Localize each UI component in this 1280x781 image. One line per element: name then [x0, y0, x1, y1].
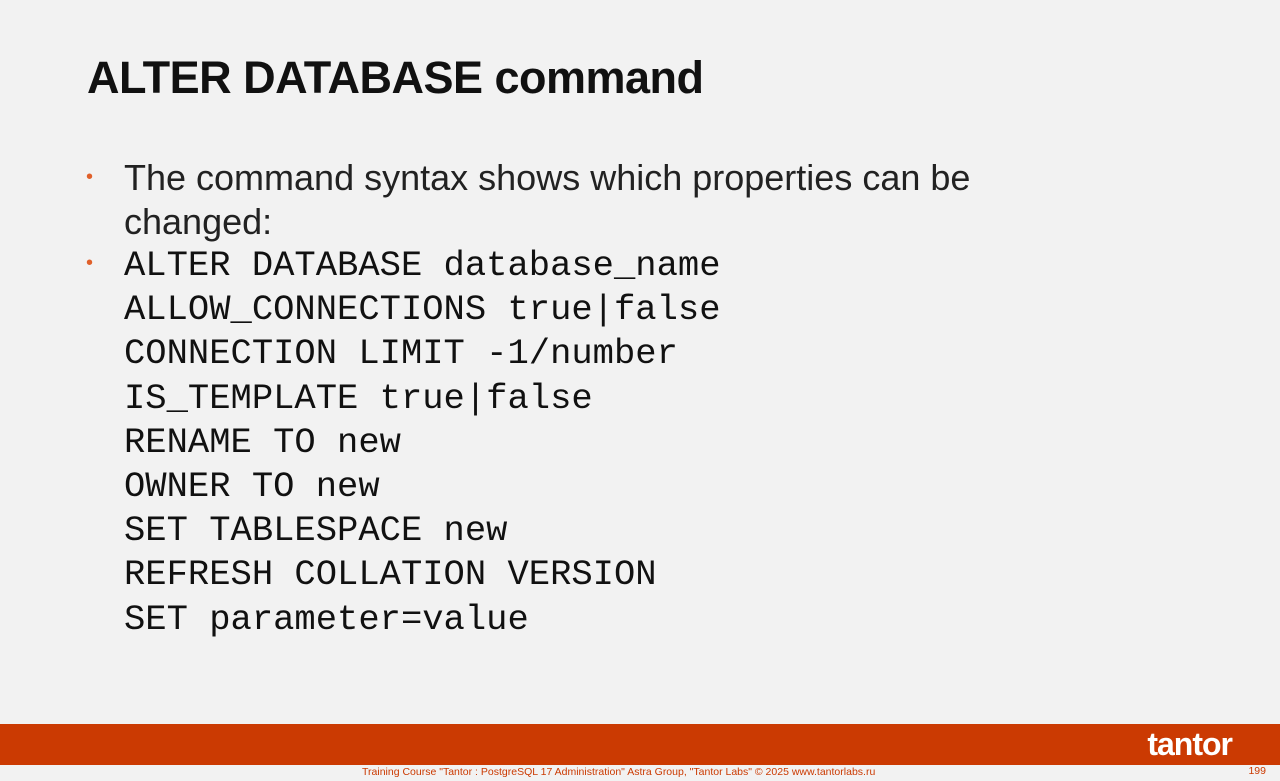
bullet-text: The command syntax shows which propertie…	[124, 157, 971, 242]
page-number: 199	[1248, 765, 1266, 777]
footer-bar: tantor	[0, 724, 1280, 765]
footer-text: Training Course "Tantor : PostgreSQL 17 …	[362, 766, 876, 778]
tantor-logo: tantor	[1147, 726, 1233, 762]
code-syntax: ALTER DATABASE database_name ALLOW_CONNE…	[124, 245, 721, 640]
bullet-marker: •	[86, 166, 94, 188]
slide-title: ALTER DATABASE command	[87, 52, 704, 103]
bullet-marker: •	[86, 252, 94, 274]
